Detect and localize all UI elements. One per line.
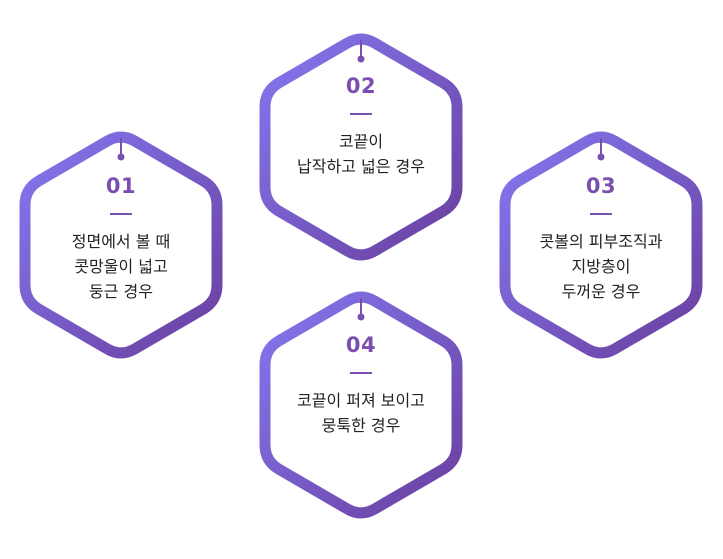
card-text-line: 둥근 경우 [89, 282, 153, 301]
card-01: 01 정면에서 볼 때 콧망울이 넓고 둥근 경우 [21, 174, 221, 304]
card-text-line: 코끝이 퍼져 보이고 [297, 391, 425, 410]
hexagon-border-2 [259, 33, 463, 261]
hexagon-border-1 [19, 131, 223, 359]
pin-dot-4 [357, 313, 365, 321]
card-text-line: 지방층이 [571, 257, 631, 276]
card-text-line: 콧볼의 피부조직과 [539, 232, 663, 251]
card-04: 04 코끝이 퍼져 보이고 뭉툭한 경우 [261, 333, 461, 438]
card-divider [350, 113, 372, 115]
card-number: 03 [585, 174, 617, 198]
hexagon-border-3 [499, 131, 703, 359]
card-text-line: 콧망울이 넓고 [74, 257, 168, 276]
card-03: 03 콧볼의 피부조직과 지방층이 두꺼운 경우 [501, 174, 701, 304]
card-text-line: 코끝이 [338, 132, 384, 151]
card-text: 코끝이 납작하고 넓은 경우 [261, 129, 461, 179]
card-text-line: 납작하고 넓은 경우 [297, 157, 425, 176]
pin-dot-2 [357, 55, 365, 63]
card-text-line: 두꺼운 경우 [561, 282, 641, 301]
card-divider [110, 213, 132, 215]
card-text-line: 정면에서 볼 때 [71, 232, 171, 251]
card-text-line: 뭉툭한 경우 [321, 416, 401, 435]
card-number: 02 [345, 74, 377, 98]
pin-dot-1 [117, 153, 125, 161]
card-02: 02 코끝이 납작하고 넓은 경우 [261, 74, 461, 179]
card-number: 01 [105, 174, 137, 198]
card-text: 정면에서 볼 때 콧망울이 넓고 둥근 경우 [21, 229, 221, 304]
card-text: 콧볼의 피부조직과 지방층이 두꺼운 경우 [501, 229, 701, 304]
pin-dot-3 [597, 153, 605, 161]
card-divider [590, 213, 612, 215]
card-text: 코끝이 퍼져 보이고 뭉툭한 경우 [261, 388, 461, 438]
hexagon-border-4 [259, 291, 463, 519]
card-divider [350, 372, 372, 374]
card-number: 04 [345, 333, 377, 357]
